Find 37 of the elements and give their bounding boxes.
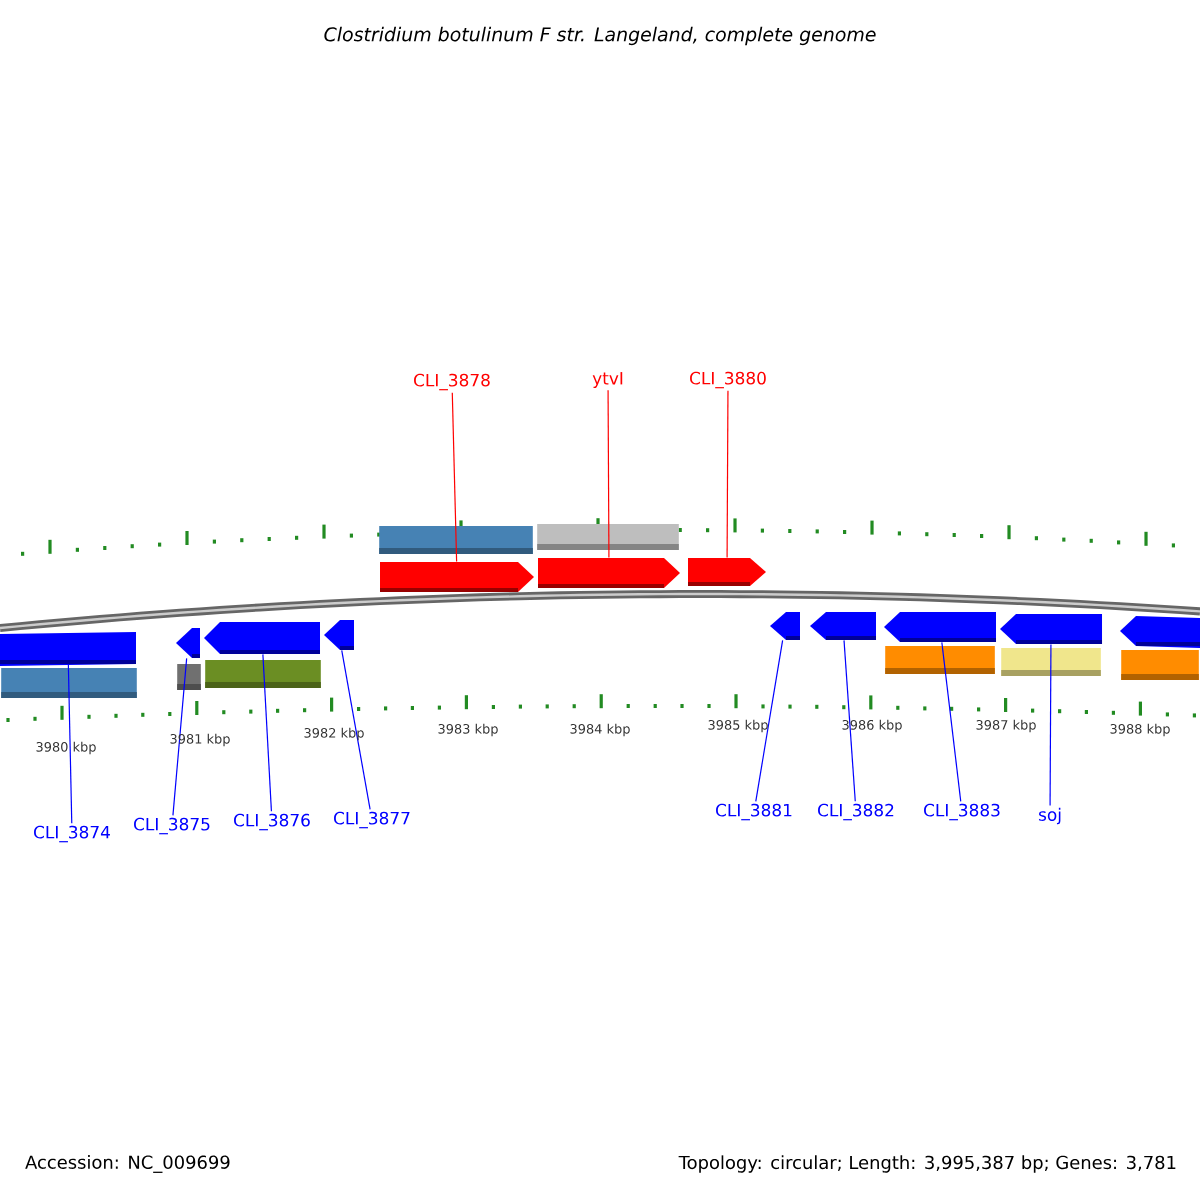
leader-line [341,649,371,810]
leader-line [755,639,784,802]
gene-feature [538,558,680,588]
gene-label: CLI_3882 [818,803,894,821]
leader-line [451,392,458,563]
gene-label: soj [1039,807,1061,825]
leader-line [726,390,729,559]
gene-feature [324,620,354,650]
gene-label: ytvI [592,372,623,388]
leader-line [941,641,962,802]
gene-feature [884,612,996,642]
gene-label: CLI_3881 [716,803,792,821]
leader-line [1049,643,1052,806]
leader-line [172,657,188,816]
gene-feature [0,632,136,666]
gene-feature [204,622,320,654]
gene-label: CLI_3878 [414,373,490,391]
gene-label: CLI_3883 [924,803,1000,821]
gene-label: CLI_3876 [234,813,310,831]
gene-feature [380,562,534,592]
leader-line [67,663,73,824]
leader-line [262,653,273,812]
gene-feature [1000,614,1102,644]
gene-feature [688,558,766,586]
genome-info-text: Topology: circular; Length: 3,995,387 bp; Genes: 3,781 [678,1155,1176,1173]
gene-label: CLI_3875 [134,817,210,835]
leader-line [607,389,610,559]
accession-text: Accession: NC_009699 [25,1155,230,1173]
gene-feature [176,628,200,658]
gene-label: CLI_3880 [690,371,766,389]
gene-feature [810,612,876,640]
leader-line [843,639,856,802]
gene-label: CLI_3877 [334,811,410,829]
gene-feature [770,612,800,640]
title: Clostridium botulinum F str. Langeland, complete genome [324,26,876,46]
gene-feature [1120,616,1200,648]
gene-label: CLI_3874 [34,825,110,843]
